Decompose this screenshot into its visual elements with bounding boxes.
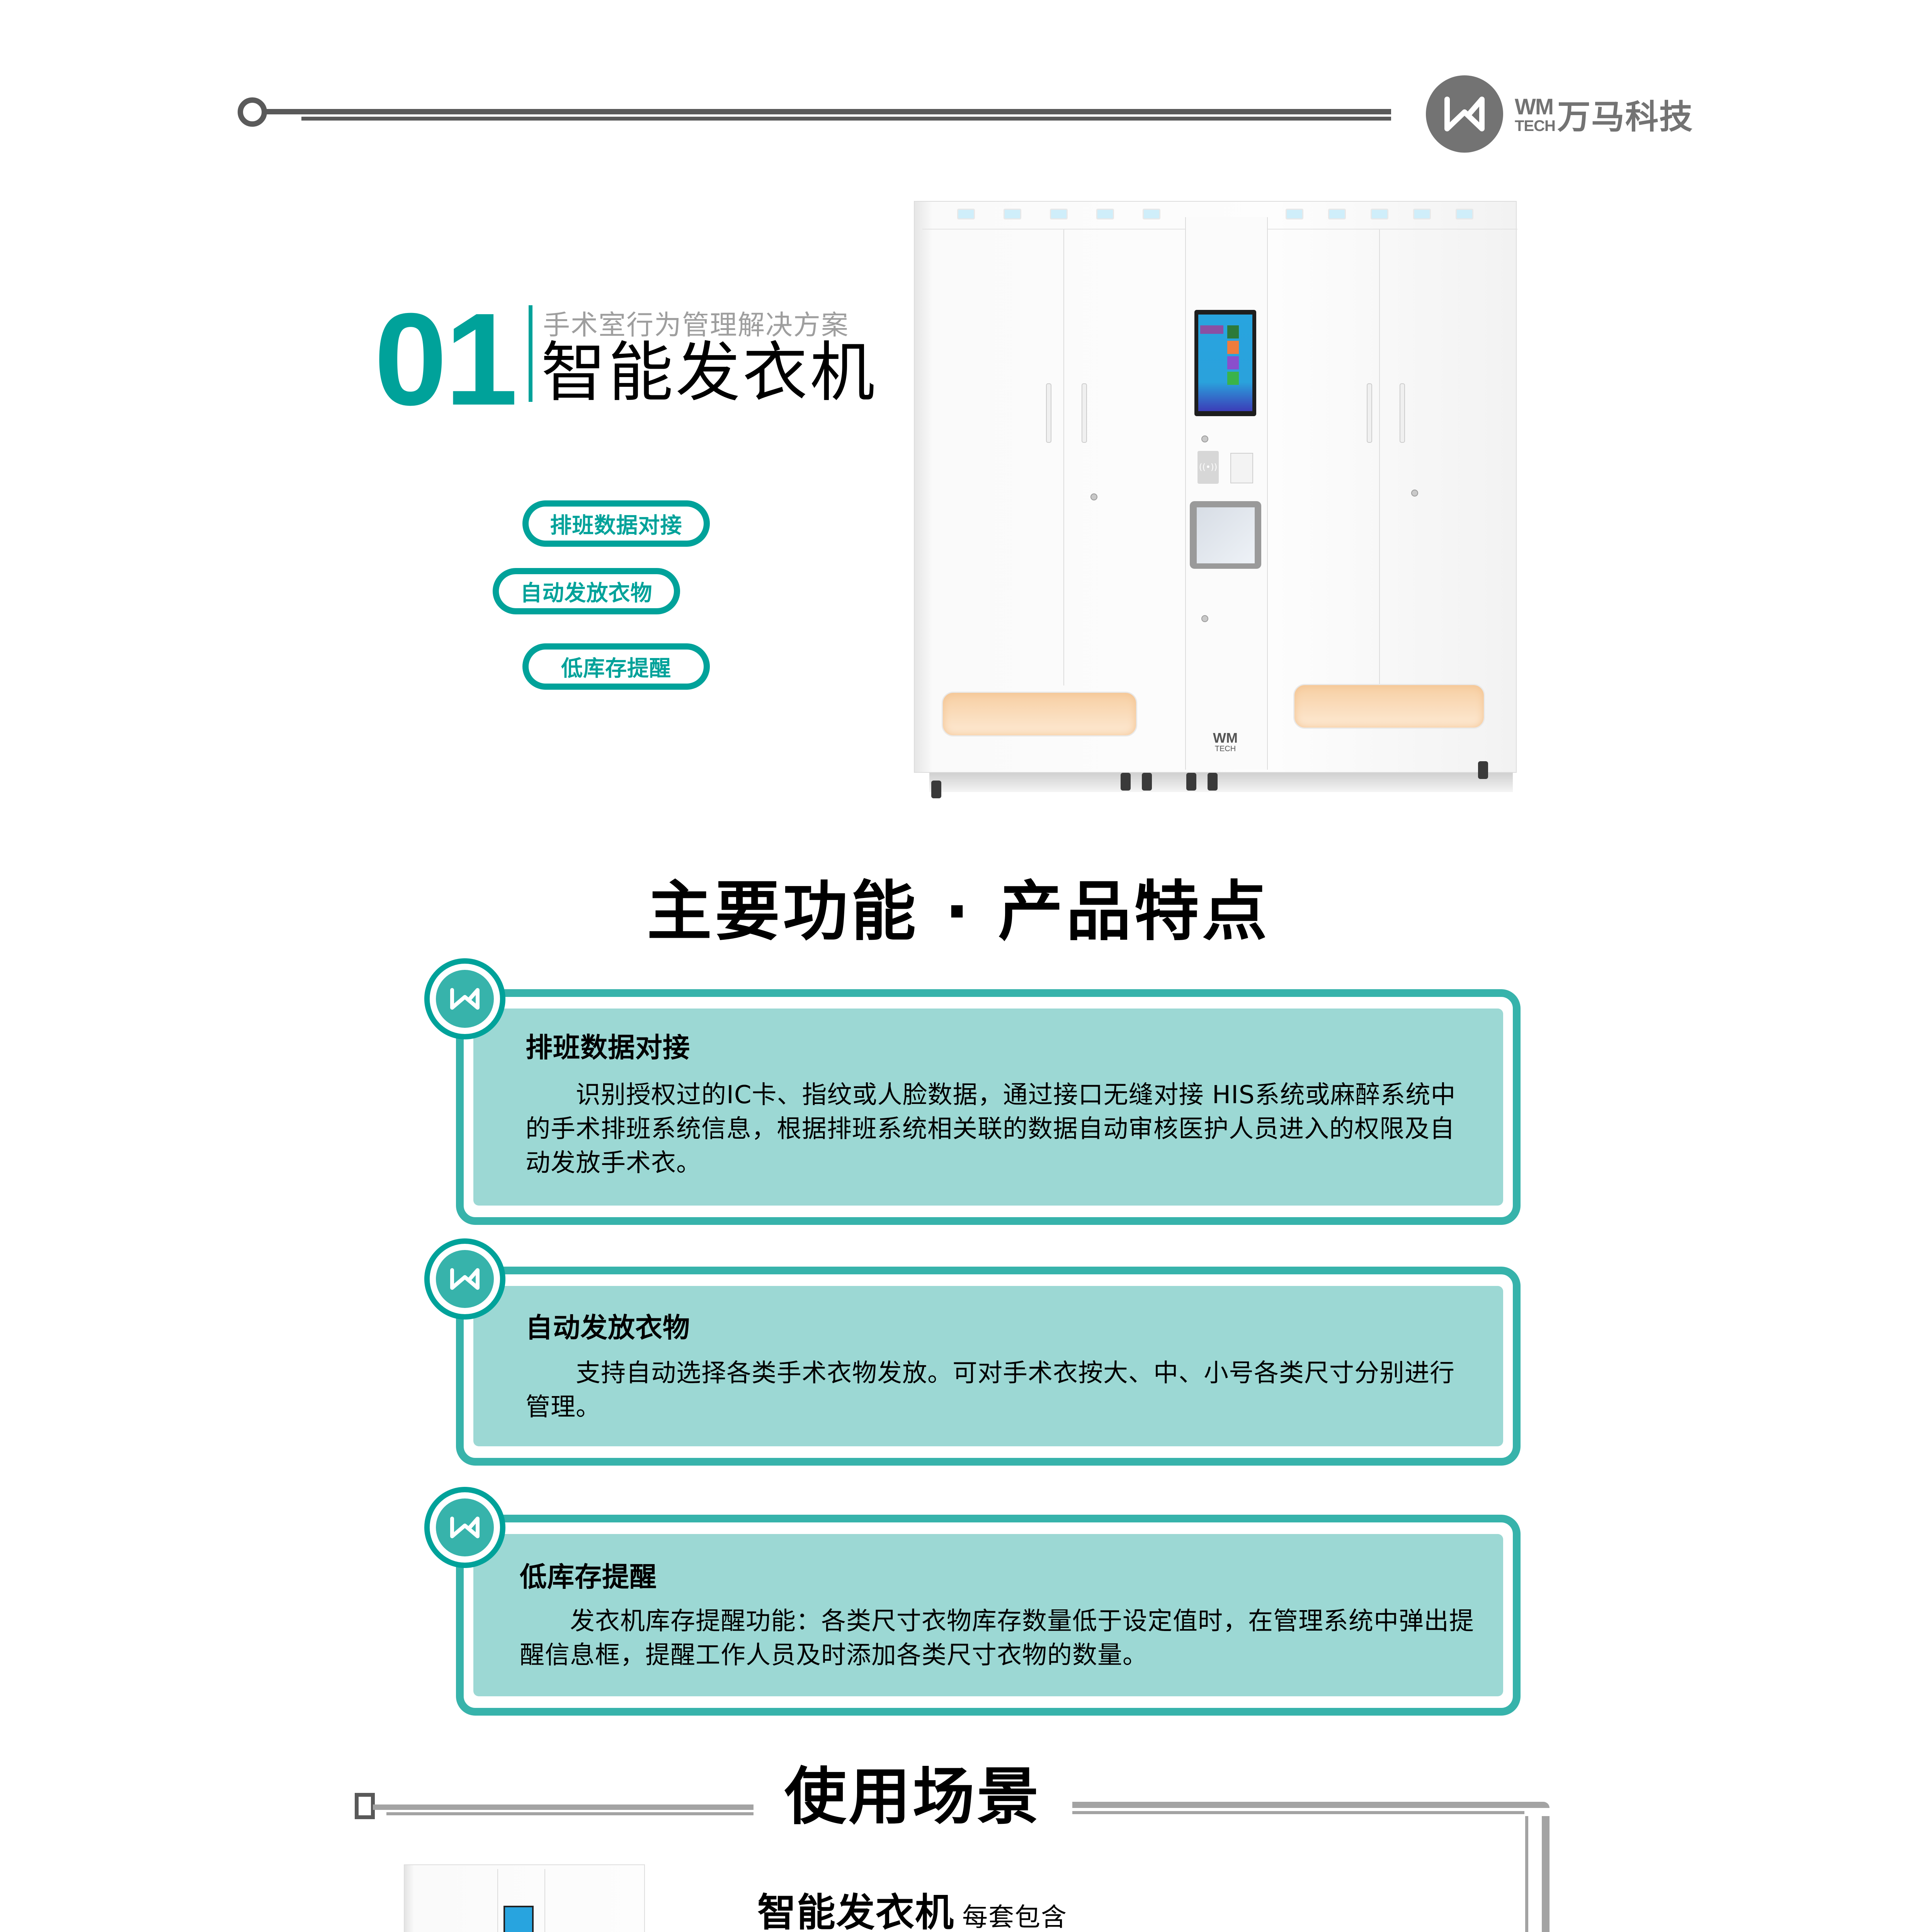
feature-pill-auto-dispense: 自动发放衣物 (493, 568, 680, 614)
cabinet-door (922, 230, 1064, 685)
caster-wheel (1121, 773, 1131, 791)
cabinet-brand-mark: WM TECH (1213, 730, 1238, 753)
scenario-title: 使用场景 (784, 1760, 1041, 1833)
wm-badge-icon (436, 970, 494, 1028)
section-number: 01 (374, 286, 518, 433)
logo-wordmark: WM TECH (1515, 94, 1556, 134)
door-handle (1046, 383, 1051, 443)
scenario-product-suffix: 每套包含 (962, 1902, 1067, 1932)
scenario-product-image (404, 1864, 647, 1932)
drawer-light (1293, 684, 1485, 729)
wm-badge-icon (436, 1498, 494, 1556)
feature-card (456, 989, 1521, 1225)
scenario-product-heading: 智能发衣机每套包含 (757, 1893, 1067, 1932)
screen-tile (1227, 325, 1239, 338)
header-rule-thin (301, 117, 1391, 121)
scenario-rule-right (1072, 1802, 1550, 1808)
caster-wheel (1208, 773, 1218, 791)
door-handle (1082, 383, 1087, 443)
screen-tile (1227, 341, 1239, 354)
feature-badge (424, 1238, 505, 1320)
cabinet-shadow (929, 769, 1513, 792)
scenario-product-name: 智能发衣机 (757, 1890, 954, 1932)
led-indicator (1328, 209, 1346, 219)
logo-wm: WM (1515, 94, 1554, 119)
cabinet-door (1379, 230, 1507, 685)
rfid-reader-icon: ((•)) (1197, 451, 1219, 484)
led-indicator (1143, 209, 1160, 219)
caster-wheel (1478, 761, 1488, 779)
feature-card (456, 1267, 1521, 1466)
dispense-slot (1190, 501, 1261, 569)
scenario-rule-left-thin (386, 1812, 754, 1815)
led-indicator (1050, 209, 1068, 219)
lock-icon (1201, 435, 1208, 442)
title-divider (529, 305, 532, 402)
scenario-rule-left (373, 1804, 754, 1810)
led-indicator (957, 209, 975, 219)
scenario-connector (1542, 1816, 1550, 1932)
touch-screen (503, 1906, 534, 1932)
led-indicator (1004, 209, 1021, 219)
screen-ui (1198, 315, 1252, 411)
cabinet-door (1063, 230, 1186, 685)
drawer-light (942, 692, 1137, 736)
feature-heading: 自动发放衣物 (526, 1312, 690, 1344)
cabinet-top-rail (922, 202, 1517, 230)
caster-wheel (1142, 773, 1152, 791)
feature-pill-scheduling: 排班数据对接 (522, 500, 710, 547)
feature-heading: 低库存提醒 (520, 1561, 657, 1593)
feature-badge (424, 1487, 505, 1568)
control-column: ((•)) WM TECH (1185, 217, 1268, 770)
cabinet-body: ((•)) WM TECH (914, 201, 1517, 773)
feature-badge (424, 958, 505, 1039)
wm-logo-icon (1426, 75, 1503, 153)
led-indicator (1413, 209, 1431, 219)
door-handle (1400, 383, 1405, 443)
features-title: 主要功能 · 产品特点 (647, 874, 1270, 949)
led-indicator (1286, 209, 1303, 219)
cabinet-door (1267, 230, 1380, 685)
logo-tech: TECH (1515, 117, 1556, 134)
caster-wheel (931, 781, 941, 798)
wm-badge-icon (436, 1250, 494, 1308)
feature-description: 发衣机库存提醒功能：各类尺寸衣物库存数量低于设定值时，在管理系统中弹出提醒信息框… (520, 1607, 1474, 1670)
led-indicator (1456, 209, 1473, 219)
feature-description: 支持自动选择各类手术衣物发放。可对手术衣按大、中、小号各类尺寸分别进行管理。 (526, 1359, 1455, 1422)
screen-tile (1227, 356, 1239, 369)
feature-card (456, 1515, 1521, 1716)
caster-wheel (1186, 773, 1196, 791)
fingerprint-scanner-icon (1230, 453, 1253, 483)
header-rule (263, 109, 1391, 114)
touch-screen (1194, 310, 1256, 416)
lock-icon (1090, 493, 1097, 500)
feature-heading: 排班数据对接 (526, 1032, 690, 1063)
product-image-cabinet: ((•)) WM TECH (914, 201, 1524, 815)
screen-tile (1227, 372, 1239, 385)
door-handle (1367, 383, 1372, 443)
screen-tile (1200, 325, 1223, 334)
page-title: 智能发衣机 (541, 335, 877, 410)
led-indicator (1096, 209, 1114, 219)
scenario-connector-thin (1525, 1816, 1528, 1932)
company-name: 万马科技 (1557, 98, 1693, 136)
feature-pill-low-stock: 低库存提醒 (522, 643, 710, 690)
feature-description: 识别授权过的IC卡、指纹或人脸数据，通过接口无缝对接 HIS系统或麻醉系统中的手… (526, 1081, 1456, 1177)
hero-subtitle: 手术室行为管理解决方案 (543, 309, 849, 341)
scenario-rule-right-thin (1072, 1811, 1524, 1814)
led-indicator (1371, 209, 1388, 219)
lock-icon (1201, 615, 1208, 622)
lock-icon (1411, 490, 1418, 497)
scenario-left-marker (355, 1793, 375, 1819)
